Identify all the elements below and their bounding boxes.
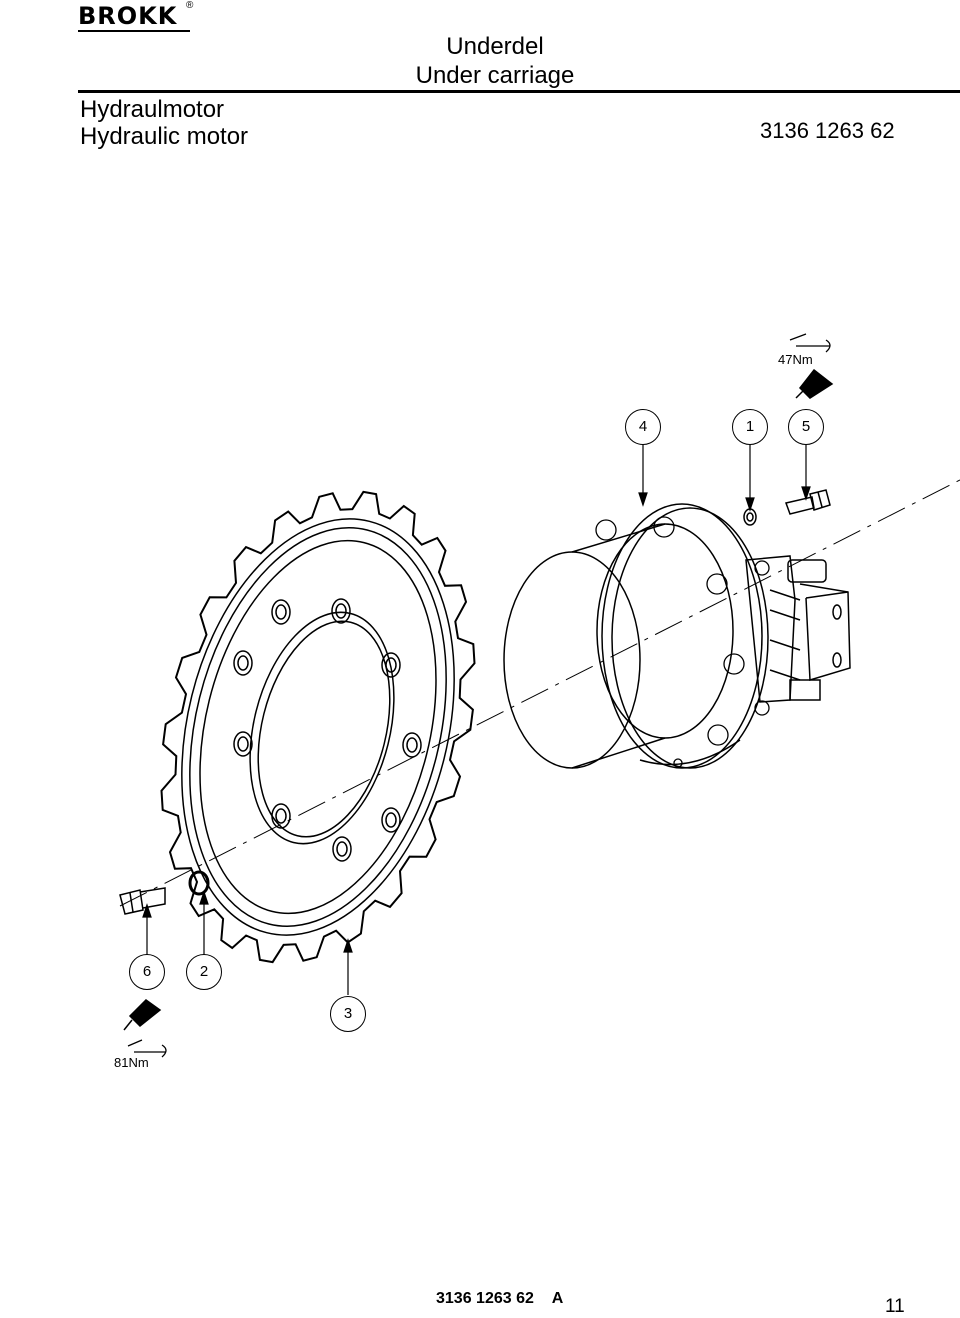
torque-wrench-icon-upper [789, 333, 831, 353]
callout-1: 1 [732, 409, 768, 445]
callout-4: 4 [625, 409, 661, 445]
washer-2 [188, 870, 210, 896]
callout-6: 6 [129, 954, 165, 990]
sprocket-bolt-holes [233, 598, 422, 862]
registered-mark: ® [186, 0, 194, 11]
thread-locker-icon-upper [795, 368, 834, 399]
callout-3: 3 [330, 996, 366, 1032]
bolt-5 [785, 489, 831, 515]
thread-locker-icon-lower [123, 999, 162, 1031]
bolt-6 [119, 887, 166, 915]
torque-label-lower: 81Nm [114, 1055, 149, 1070]
section-title: Underdel Under carriage [395, 32, 595, 90]
callout-2: 2 [186, 954, 222, 990]
brokk-logo: BROKK ® [78, 0, 194, 34]
component-title: Hydraulmotor Hydraulic motor [80, 96, 248, 150]
footer-doc-number: 3136 1263 62 [436, 1290, 534, 1307]
callout-5: 5 [788, 409, 824, 445]
section-title-sv: Underdel [446, 33, 544, 60]
footer-doc-id: 3136 1263 62 A [436, 1290, 577, 1308]
footer-revision: A [551, 1290, 564, 1307]
section-title-en: Under carriage [415, 62, 575, 89]
hydraulic-motor [503, 503, 851, 769]
logo-underline [78, 30, 190, 32]
part-number: 3136 1263 62 [760, 118, 895, 143]
component-title-sv: Hydraulmotor [80, 96, 225, 123]
torque-label-upper: 47Nm [778, 352, 813, 367]
component-title-en: Hydraulic motor [80, 123, 249, 150]
logo-text: BROKK [78, 2, 178, 30]
page-number: 11 [885, 1296, 905, 1317]
leader-lines [142, 442, 811, 995]
torque-wrench-icon-lower [127, 1039, 167, 1058]
header-divider [78, 90, 960, 93]
sprocket [160, 490, 476, 964]
